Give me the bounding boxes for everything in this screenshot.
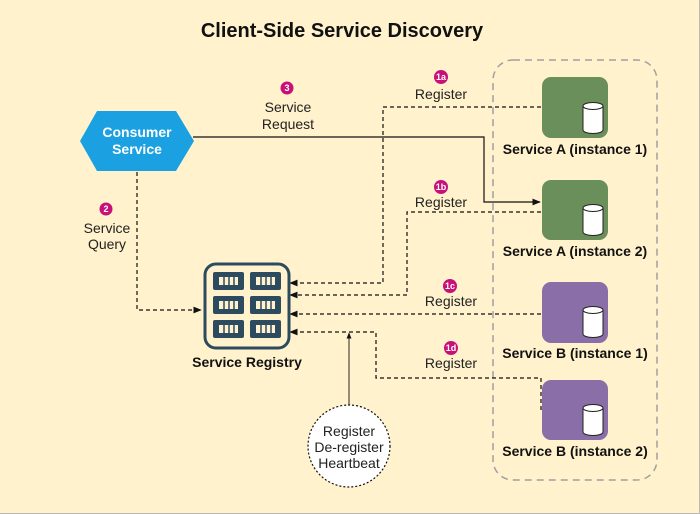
step-3-label: 3 Service Request bbox=[262, 81, 314, 132]
service-b-instance-1-node: Service B (instance 1) bbox=[502, 282, 648, 361]
step-1b-badge: 1b bbox=[436, 182, 447, 192]
service-b-instance-2-label: Service B (instance 2) bbox=[502, 443, 648, 459]
step-2-line2: Query bbox=[88, 236, 126, 252]
step-1a-text: Register bbox=[415, 86, 467, 102]
service-a-instance-1-node: Service A (instance 1) bbox=[503, 77, 647, 157]
step-3-line2: Request bbox=[262, 116, 314, 132]
service-b-instance-2-node: Service B (instance 2) bbox=[502, 380, 648, 459]
service-b-instance-1-label: Service B (instance 1) bbox=[502, 345, 648, 361]
step-1b-label: 1b Register bbox=[415, 180, 467, 210]
database-icon bbox=[542, 77, 608, 138]
step-1d-text: Register bbox=[425, 355, 477, 371]
heartbeat-line3: Heartbeat bbox=[318, 455, 380, 471]
service-a-instance-2-label: Service A (instance 2) bbox=[503, 243, 647, 259]
consumer-service-node: Consumer Service bbox=[80, 111, 194, 171]
step-1b-text: Register bbox=[415, 194, 467, 210]
step-1a-label: 1a Register bbox=[415, 70, 467, 102]
service-a-instance-1-label: Service A (instance 1) bbox=[503, 141, 647, 157]
consumer-service-line1: Consumer bbox=[102, 124, 172, 140]
step-1a-badge: 1a bbox=[436, 72, 447, 82]
service-a-instance-2-node: Service A (instance 2) bbox=[503, 180, 647, 259]
heartbeat-line1: Register bbox=[323, 423, 375, 439]
consumer-service-line2: Service bbox=[112, 141, 162, 157]
heartbeat-node: Register De-register Heartbeat bbox=[307, 404, 391, 488]
connectors bbox=[136, 106, 542, 410]
step-1c-badge: 1c bbox=[445, 281, 455, 291]
step-3-line1: Service bbox=[265, 99, 312, 115]
service-registry-label: Service Registry bbox=[192, 354, 302, 370]
register-1a-arrow bbox=[289, 106, 541, 287]
service-request-arrow bbox=[193, 136, 541, 206]
step-2-badge: 2 bbox=[103, 204, 108, 214]
database-icon bbox=[542, 380, 608, 440]
step-1c-label: 1c Register bbox=[425, 279, 477, 309]
services-group-box bbox=[492, 59, 658, 481]
step-3-badge: 3 bbox=[284, 83, 289, 93]
step-2-line1: Service bbox=[84, 220, 131, 236]
step-2-label: 2 Service Query bbox=[84, 202, 131, 252]
service-registry-node: Service Registry bbox=[192, 262, 302, 370]
service-query-arrow bbox=[136, 172, 202, 314]
diagram-title: Client-Side Service Discovery bbox=[201, 20, 484, 42]
step-1c-text: Register bbox=[425, 293, 477, 309]
step-1d-label: 1d Register bbox=[425, 341, 477, 371]
registry-icon bbox=[203, 262, 291, 350]
register-1b-arrow bbox=[289, 211, 541, 299]
database-icon bbox=[542, 180, 608, 240]
register-1d-arrow bbox=[289, 328, 542, 410]
step-1d-badge: 1d bbox=[446, 343, 457, 353]
database-icon bbox=[542, 282, 608, 343]
heartbeat-line2: De-register bbox=[314, 439, 384, 455]
